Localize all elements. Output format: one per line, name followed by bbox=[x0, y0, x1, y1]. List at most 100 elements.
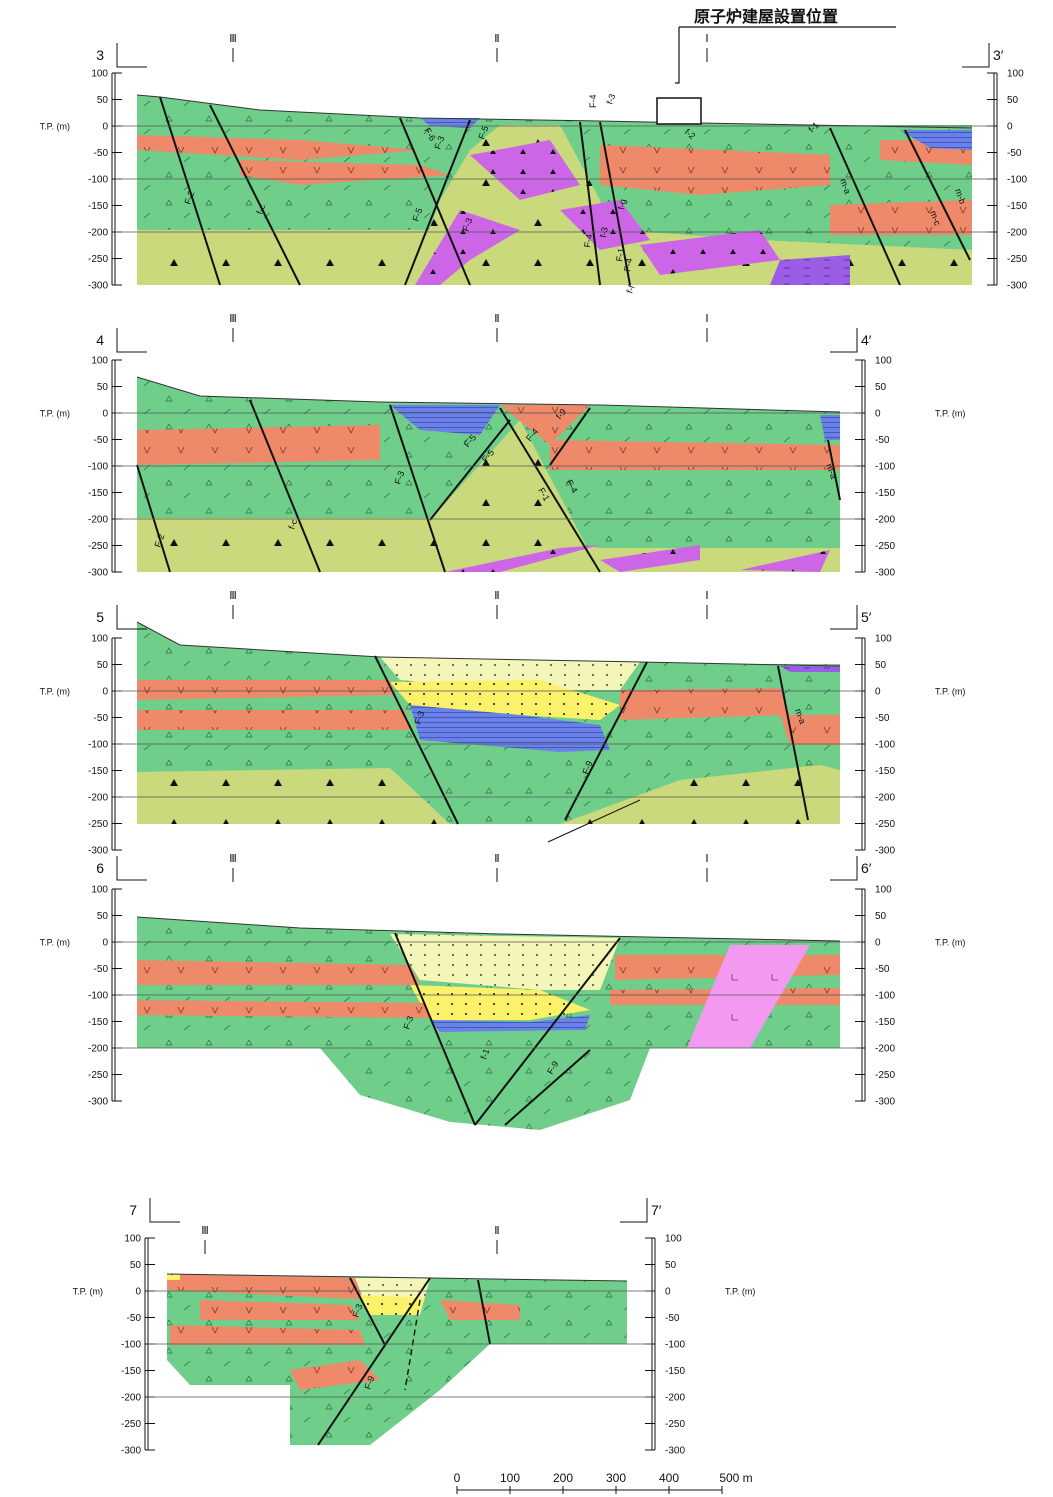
left-tick-label: -200 bbox=[88, 1044, 108, 1055]
section-3 bbox=[136, 94, 973, 286]
right-tick-label: -250 bbox=[875, 819, 895, 830]
scale-label: 100 bbox=[500, 1471, 520, 1485]
left-tick-label: 50 bbox=[130, 1260, 142, 1271]
fault-label: F-3 bbox=[460, 217, 474, 233]
scale-label: 0 bbox=[454, 1471, 461, 1485]
left-tick-label: 0 bbox=[102, 122, 108, 133]
section-start-marker bbox=[116, 856, 147, 881]
zone-label: Ⅲ bbox=[229, 590, 237, 602]
right-tick-label: 0 bbox=[875, 687, 881, 698]
fault-label: f-f bbox=[624, 283, 636, 294]
left-tick-label: 50 bbox=[97, 382, 109, 393]
left-tick-label: 0 bbox=[135, 1287, 141, 1298]
section-4-geology bbox=[136, 376, 841, 572]
reactor-building-outline bbox=[656, 97, 702, 125]
right-tick-label: -100 bbox=[1007, 175, 1027, 186]
right-tick-label: -100 bbox=[875, 740, 895, 751]
section-6 bbox=[136, 916, 841, 1130]
fault-label: f-1 bbox=[478, 1047, 491, 1060]
right-tick-label: -50 bbox=[875, 964, 890, 975]
section-5-geology bbox=[136, 621, 841, 824]
right-tick-label: -250 bbox=[1007, 254, 1027, 265]
section-end-marker bbox=[962, 43, 990, 68]
elevation-label-left: T.P. (m) bbox=[40, 122, 70, 132]
scale-label: 500 m bbox=[719, 1471, 752, 1485]
right-tick-label: -50 bbox=[665, 1313, 680, 1324]
zone-label: Ⅰ bbox=[705, 853, 708, 865]
section-label-left: 6 bbox=[96, 860, 104, 876]
reactor-building-callout: 原子炉建屋設置位置 bbox=[675, 7, 896, 84]
fault-label: m-a bbox=[793, 707, 808, 725]
scale-label: 300 bbox=[606, 1471, 626, 1485]
fault-label: F-3 bbox=[350, 1303, 364, 1319]
fault-label: F-1 bbox=[614, 247, 626, 262]
right-tick-label: -150 bbox=[875, 766, 895, 777]
section-end-marker bbox=[830, 328, 858, 353]
left-tick-label: 50 bbox=[97, 660, 109, 671]
left-tick-label: 0 bbox=[102, 409, 108, 420]
right-tick-label: -300 bbox=[875, 846, 895, 857]
right-tick-label: -150 bbox=[875, 488, 895, 499]
left-tick-label: -150 bbox=[88, 1017, 108, 1028]
zone-label: Ⅲ bbox=[229, 313, 237, 325]
right-tick-label: -250 bbox=[665, 1419, 685, 1430]
left-tick-label: 100 bbox=[91, 885, 108, 896]
left-tick-label: -300 bbox=[88, 281, 108, 292]
fault-label: F-5 bbox=[410, 207, 424, 223]
fault-label: f-c bbox=[286, 517, 299, 530]
right-tick-label: 100 bbox=[875, 634, 892, 645]
section-start-marker bbox=[116, 328, 147, 353]
right-tick-label: 100 bbox=[875, 356, 892, 367]
fault-label: F-2 bbox=[182, 190, 196, 206]
fault-label: f-3 bbox=[604, 92, 617, 105]
fault-label: F-4 bbox=[582, 233, 594, 248]
left-tick-label: -200 bbox=[121, 1393, 141, 1404]
reactor-building-title: 原子炉建屋設置位置 bbox=[694, 7, 838, 26]
fault-label: F-3 bbox=[432, 135, 446, 151]
section-label-right: 3′ bbox=[993, 47, 1004, 63]
zone-label: Ⅰ bbox=[705, 590, 708, 602]
left-tick-label: -150 bbox=[121, 1366, 141, 1377]
right-tick-label: -150 bbox=[665, 1366, 685, 1377]
elevation-label-left: T.P. (m) bbox=[40, 409, 70, 419]
section-end-marker bbox=[830, 856, 858, 881]
right-tick-label: -100 bbox=[665, 1340, 685, 1351]
section-label-right: 7′ bbox=[651, 1202, 662, 1218]
right-tick-label: 50 bbox=[875, 382, 887, 393]
left-tick-label: 0 bbox=[102, 687, 108, 698]
zone-label: Ⅰ bbox=[705, 313, 708, 325]
elevation-label-right: T.P. (m) bbox=[725, 1287, 755, 1297]
right-tick-label: -200 bbox=[875, 1044, 895, 1055]
right-tick-label: -250 bbox=[875, 541, 895, 552]
right-tick-label: -300 bbox=[1007, 281, 1027, 292]
right-tick-label: 0 bbox=[665, 1287, 671, 1298]
left-tick-label: 50 bbox=[97, 911, 109, 922]
section-label-left: 3 bbox=[96, 47, 104, 63]
left-tick-label: -250 bbox=[121, 1419, 141, 1430]
left-tick-label: -100 bbox=[88, 175, 108, 186]
left-tick-label: -300 bbox=[88, 846, 108, 857]
left-tick-label: -150 bbox=[88, 766, 108, 777]
left-tick-label: 100 bbox=[91, 634, 108, 645]
scale-label: 400 bbox=[659, 1471, 679, 1485]
zone-label: Ⅰ bbox=[705, 33, 708, 45]
right-tick-label: -200 bbox=[875, 515, 895, 526]
section-6-faults bbox=[394, 932, 621, 1126]
section-3-faults bbox=[159, 96, 971, 286]
section-label-right: 5′ bbox=[861, 609, 872, 625]
section-6-geology bbox=[136, 916, 841, 1130]
left-tick-label: -150 bbox=[88, 488, 108, 499]
left-tick-label: -50 bbox=[94, 148, 109, 159]
section-label-right: 4′ bbox=[861, 332, 872, 348]
right-tick-label: 50 bbox=[875, 911, 887, 922]
fault-label: F-2 bbox=[152, 533, 166, 549]
elevation-label-left: T.P. (m) bbox=[73, 1287, 103, 1297]
right-tick-label: 50 bbox=[1007, 95, 1019, 106]
section-5 bbox=[136, 621, 841, 843]
